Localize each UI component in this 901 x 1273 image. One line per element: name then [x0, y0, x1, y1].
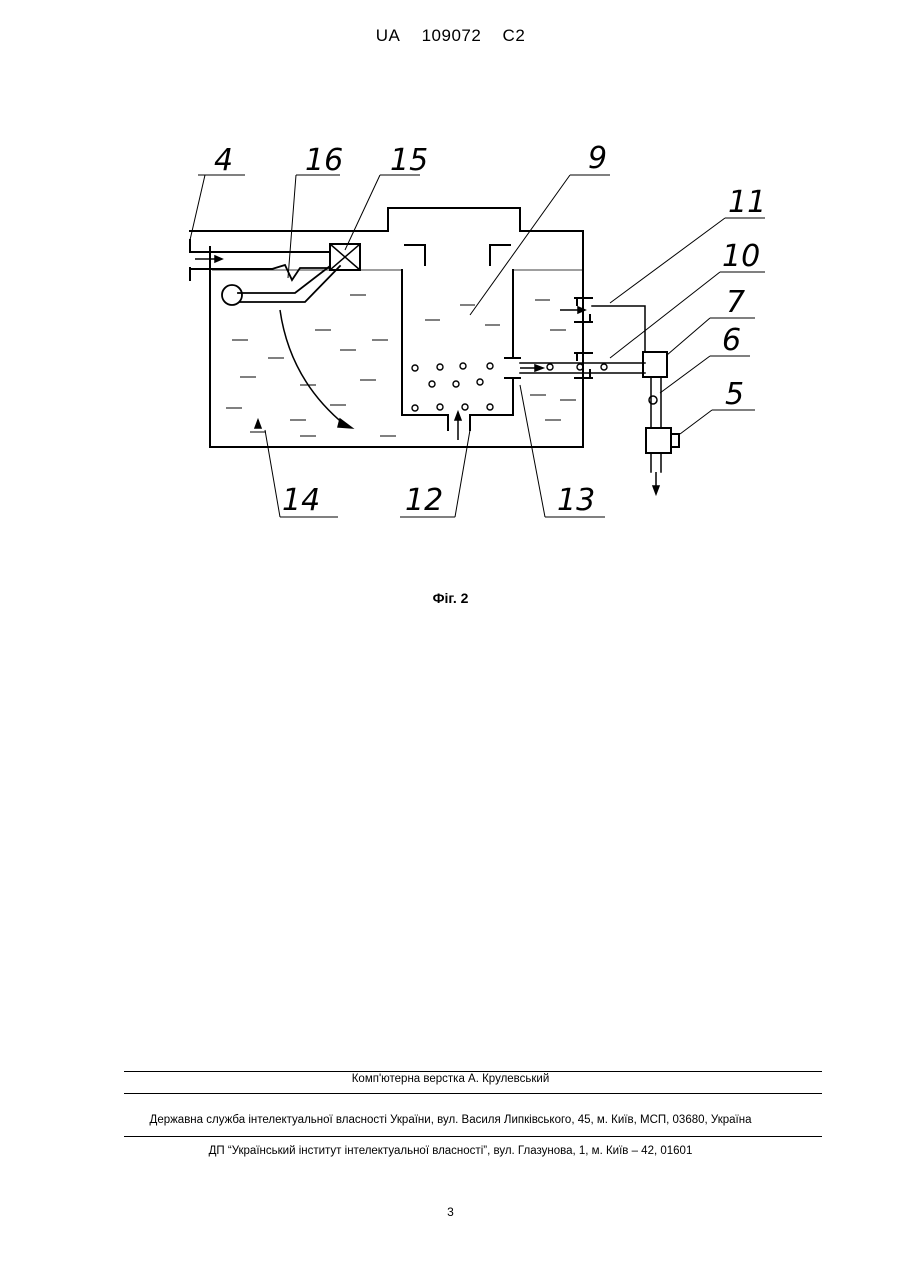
label-15: 15 [390, 143, 428, 178]
service-address: Державна служба інтелектуальної власност… [0, 1114, 901, 1126]
mechanism-16-lower [240, 266, 340, 302]
leader-lines [190, 175, 765, 517]
label-16: 16 [305, 143, 343, 178]
label-13: 13 [557, 483, 595, 518]
label-11: 11 [728, 185, 766, 220]
sluice-13 [505, 358, 520, 378]
label-5: 5 [725, 377, 744, 412]
layout-credit: Комп'ютерна верстка А. Крулевський [0, 1073, 901, 1085]
label-14: 14 [282, 483, 320, 518]
float-roller [222, 285, 242, 305]
flow-arrow-curve [280, 310, 345, 425]
pipe-drain [651, 453, 661, 472]
label-10: 10 [722, 239, 760, 274]
inner-chamber-top-right [490, 245, 510, 265]
block-15-cross [330, 244, 360, 270]
pipe-11-outlet [592, 306, 645, 352]
label-7: 7 [726, 285, 745, 320]
flow-arrowhead-inlet [215, 256, 222, 262]
footer-rule-top [124, 1071, 822, 1072]
flow-arrowhead-12 [455, 412, 461, 420]
pump-5 [646, 428, 671, 453]
flow-arrowhead-curve [338, 419, 352, 428]
label-12: 12 [405, 483, 443, 518]
footer-rule-middle [124, 1093, 822, 1094]
label-4: 4 [214, 143, 233, 178]
inner-chamber-top-left [405, 245, 425, 265]
pump-5-handle [671, 434, 679, 447]
footer-rule-bottom [124, 1136, 822, 1137]
valve-6 [649, 396, 657, 404]
label-9: 9 [588, 141, 607, 176]
figure-2-drawing: 4 16 15 9 11 10 7 6 5 14 12 13 [0, 0, 901, 560]
outer-tank-wall [210, 247, 583, 447]
flow-arrowhead-drain [653, 486, 659, 494]
page-number: 3 [0, 1205, 901, 1219]
inner-chamber-left [402, 270, 448, 415]
bubbles [412, 363, 607, 411]
figure-caption: Фiг. 2 [0, 590, 901, 606]
flow-arrowhead-13 [535, 365, 543, 371]
institute-address: ДП “Український інститут інтелектуальної… [0, 1145, 901, 1157]
outer-tank-lid [388, 208, 583, 300]
label-6: 6 [722, 323, 741, 358]
block-7 [643, 352, 667, 377]
flow-arrowhead-chamber [255, 420, 261, 428]
